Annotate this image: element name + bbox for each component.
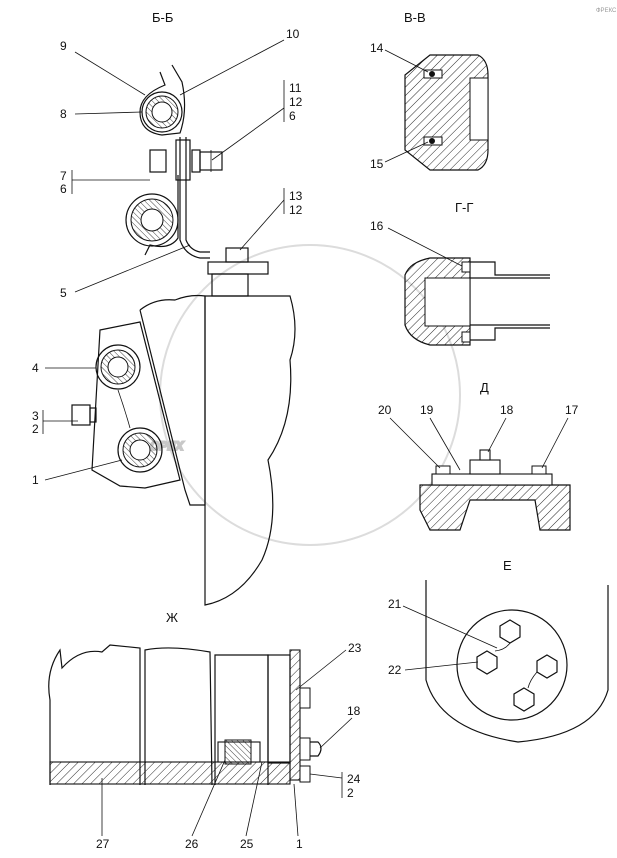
callout-23: 23 xyxy=(348,641,362,655)
callouts-bb: 9 10 8 11 12 6 7 6 13 12 5 xyxy=(60,27,303,300)
callout-16: 16 xyxy=(370,219,384,233)
callout-5: 5 xyxy=(60,286,67,300)
callout-12b: 12 xyxy=(289,203,303,217)
callout-7: 7 xyxy=(60,169,67,183)
clamp-tube-1 xyxy=(95,344,141,390)
callout-24: 24 xyxy=(347,772,361,786)
callout-22: 22 xyxy=(388,663,402,677)
callout-18a: 18 xyxy=(500,403,514,417)
view-vv-title: В-В xyxy=(404,10,426,25)
callout-6b: 6 xyxy=(60,182,67,196)
callout-21: 21 xyxy=(388,597,402,611)
view-d: Д xyxy=(419,380,571,531)
callout-9: 9 xyxy=(60,39,67,53)
callouts-gg: 16 xyxy=(370,219,463,267)
watermark: OPEX xyxy=(149,244,461,546)
callout-27: 27 xyxy=(96,837,110,851)
callout-11: 11 xyxy=(289,81,302,95)
watermark-text: OPEX xyxy=(150,439,184,453)
view-gg-title: Г-Г xyxy=(455,200,473,215)
callout-25: 25 xyxy=(240,837,254,851)
callouts-d: 20 19 18 17 xyxy=(378,403,579,471)
view-d-title: Д xyxy=(480,380,489,395)
view-gg: Г-Г xyxy=(404,200,550,346)
callout-18b: 18 xyxy=(347,704,361,718)
corner-mark: ФРЕКС xyxy=(596,8,617,14)
callout-1b: 1 xyxy=(296,837,303,851)
view-e-title: Е xyxy=(503,558,512,573)
callout-6a: 6 xyxy=(289,109,296,123)
callout-13: 13 xyxy=(289,189,303,203)
callout-10: 10 xyxy=(286,27,300,41)
callout-14: 14 xyxy=(370,41,384,55)
clamp-tube-2 xyxy=(117,427,163,473)
callout-4: 4 xyxy=(32,361,39,375)
callout-17: 17 xyxy=(565,403,579,417)
callout-2b: 2 xyxy=(347,786,354,800)
callout-1a: 1 xyxy=(32,473,39,487)
main-body xyxy=(71,294,296,606)
view-vv: В-В xyxy=(404,10,489,171)
view-zh: Ж xyxy=(48,610,322,786)
view-bb-title: Б-Б xyxy=(152,10,173,25)
callouts-e: 21 22 xyxy=(388,597,498,677)
view-bb: Б-Б xyxy=(125,10,269,297)
callout-2a: 2 xyxy=(32,422,39,436)
view-e: Е xyxy=(425,558,609,743)
callout-20: 20 xyxy=(378,403,392,417)
view-zh-title: Ж xyxy=(166,610,178,625)
callout-8: 8 xyxy=(60,107,67,121)
callout-19: 19 xyxy=(420,403,434,417)
callout-26: 26 xyxy=(185,837,199,851)
callout-12a: 12 xyxy=(289,95,303,109)
callouts-vv: 14 15 xyxy=(370,41,429,171)
callout-3: 3 xyxy=(32,409,39,423)
callouts-zh: 23 18 24 2 27 26 25 1 xyxy=(96,641,362,851)
callouts-main: 4 3 2 1 xyxy=(32,361,123,487)
callout-15: 15 xyxy=(370,157,384,171)
